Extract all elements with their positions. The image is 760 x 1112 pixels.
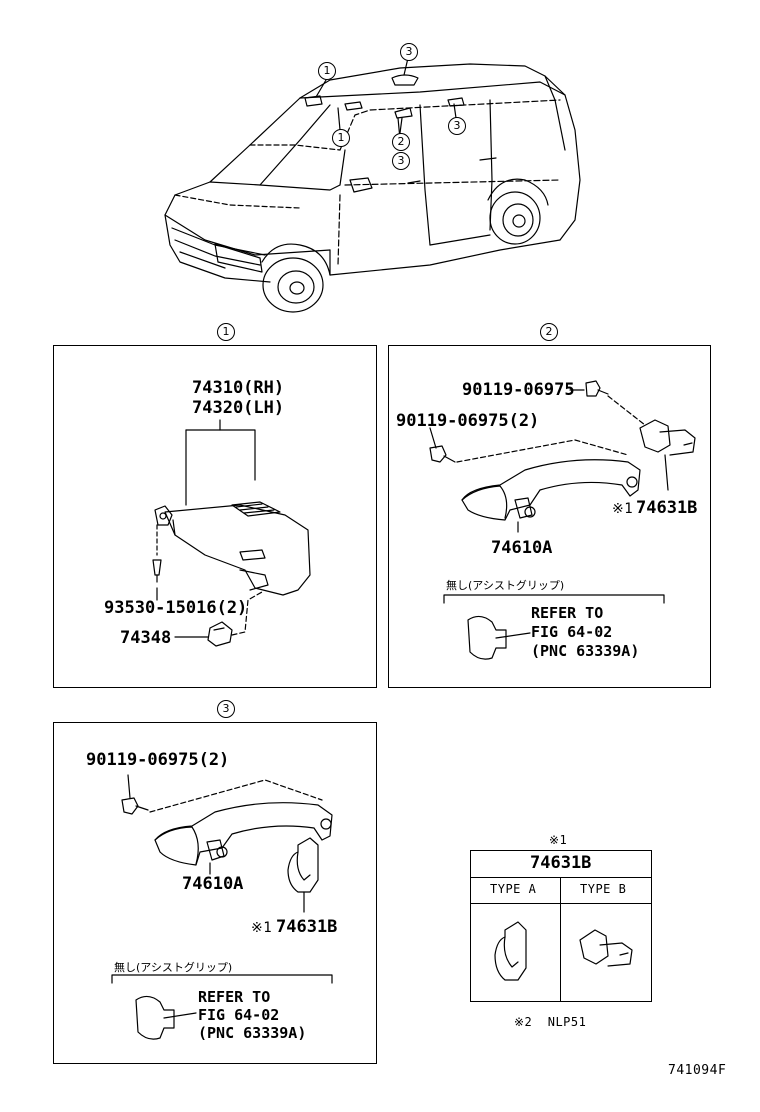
assist-grip-drawing-2	[429, 380, 696, 660]
part-93530: 93530-15016(2)	[104, 598, 248, 618]
vehicle-callout-2: 2	[392, 133, 410, 151]
note-mark-1: ※1	[612, 501, 634, 517]
vehicle-illustration	[164, 57, 581, 313]
part-74631b: 74631B	[276, 917, 338, 937]
panel2-label: 2	[540, 323, 558, 341]
footnote: ※2 NLP51	[514, 1015, 587, 1029]
panel3-label: 3	[217, 700, 235, 718]
refer-line-2: FIG 64-02	[531, 623, 613, 641]
panel1-label: 1	[217, 323, 235, 341]
legend-type-a: TYPE A	[490, 882, 537, 896]
variant-note: 無し(アシストグリップ)	[114, 961, 233, 974]
part-74310: 74310(RH)	[192, 378, 285, 398]
part-74348: 74348	[120, 628, 172, 648]
part-90119-top: 90119-06975	[462, 380, 575, 400]
part-74631b: 74631B	[636, 498, 698, 518]
panel3-frame	[53, 722, 377, 1064]
variant-note: 無し(アシストグリップ)	[446, 579, 565, 592]
legend-type-row	[471, 877, 651, 904]
vehicle-callout-3b: 3	[392, 152, 410, 170]
vehicle-callout-3c: 3	[448, 117, 466, 135]
part-90119-left: 90119-06975(2)	[396, 411, 540, 431]
refer-line-3: (PNC 63339A)	[531, 642, 640, 660]
legend-type-b: TYPE B	[580, 882, 627, 896]
part-74320: 74320(LH)	[192, 398, 285, 418]
legend-drawings	[494, 921, 633, 981]
refer-line-3: (PNC 63339A)	[198, 1024, 307, 1042]
vehicle-callout-1b: 1	[332, 129, 350, 147]
part-74610a: 74610A	[182, 874, 244, 894]
sun-visor-drawing	[152, 419, 311, 647]
part-74610a: 74610A	[491, 538, 553, 558]
vehicle-callout-1a: 1	[318, 62, 336, 80]
note-mark-1: ※1	[251, 920, 273, 936]
legend-mark: ※1	[549, 833, 568, 847]
part-90119: 90119-06975(2)	[86, 750, 230, 770]
legend-part: 74631B	[530, 853, 592, 873]
legend-divider	[560, 877, 561, 1001]
legend-header-row	[471, 851, 651, 878]
refer-line-2: FIG 64-02	[198, 1006, 280, 1024]
panel1-frame	[53, 345, 377, 688]
vehicle-callout-3a: 3	[400, 43, 418, 61]
refer-line-1: REFER TO	[198, 988, 271, 1006]
refer-line-1: REFER TO	[531, 604, 604, 622]
assist-grip-drawing-3	[111, 774, 333, 1040]
legend-table	[470, 850, 652, 1002]
figure-code: 741094F	[668, 1063, 727, 1078]
panel2-frame	[388, 345, 711, 688]
